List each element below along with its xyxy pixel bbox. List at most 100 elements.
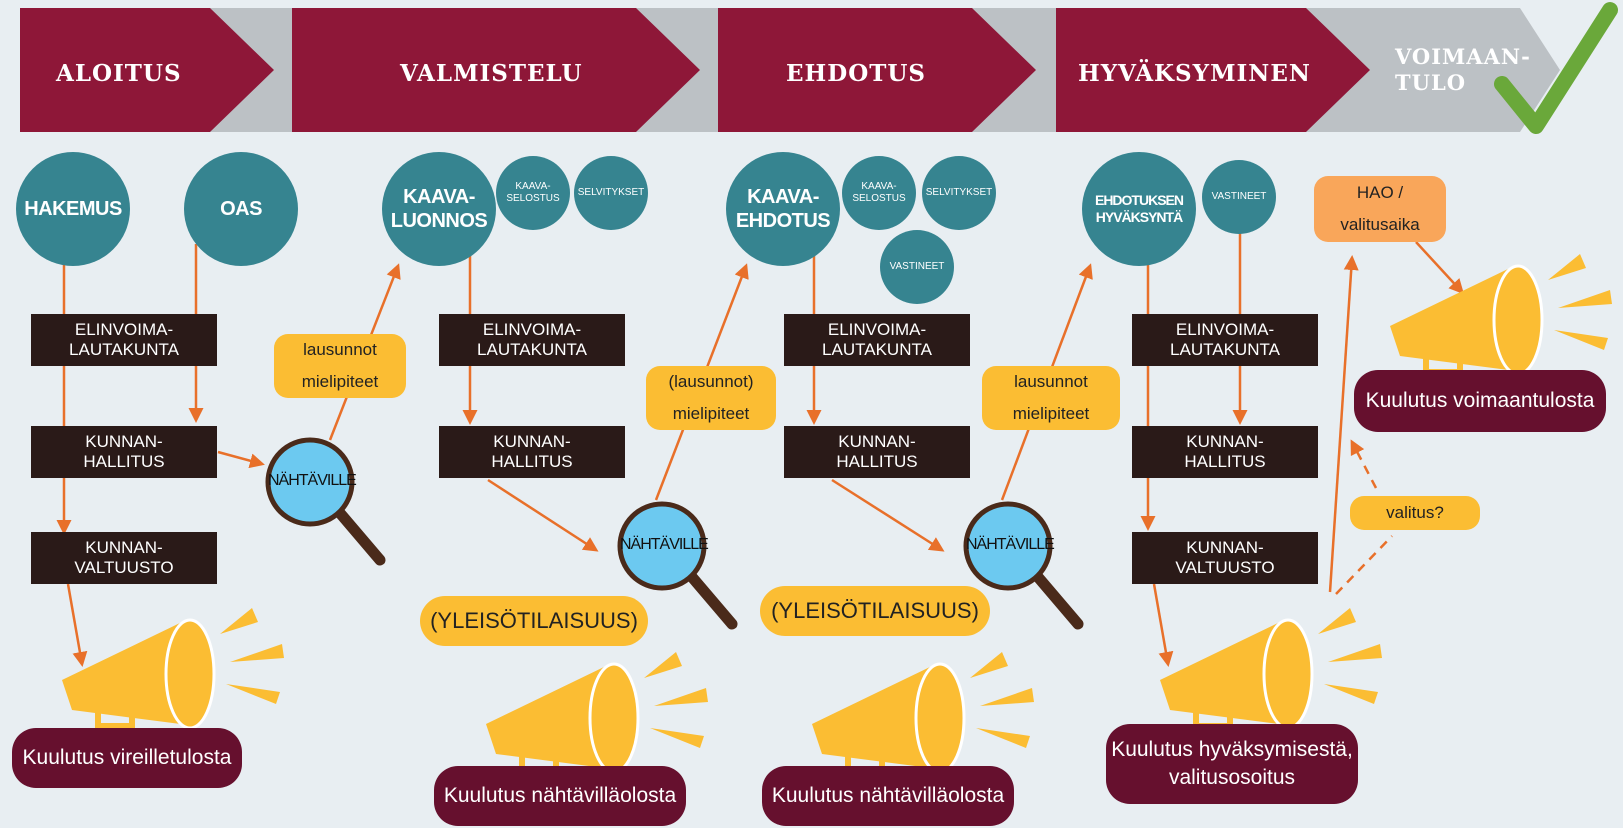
ehdotuksen-hyvaksynta-circle: EHDOTUKSEN HYVÄKSYNTÄ xyxy=(1082,152,1196,266)
kaavaselostus-circle-1: KAAVA- SELOSTUS xyxy=(496,156,570,230)
vastineet-label: VASTINEET xyxy=(1211,191,1267,202)
megaphone-icon-1 xyxy=(62,608,284,730)
phase-voimaantulo-line1: VOIMAAN- xyxy=(1395,44,1531,69)
kuulutus-nahtavillaolo-label: Kuulutus nähtävilläolosta xyxy=(443,784,677,807)
kaavaselostus-line1: KAAVA- xyxy=(861,181,897,192)
phase-ehdotus-arrow xyxy=(718,8,1036,132)
kuulutus-hyvaksyminen-line2: valitusosoitus xyxy=(1168,766,1296,789)
megaphone-icon-2 xyxy=(486,652,708,774)
kunnanvaltuusto-box-1: KUNNAN-VALTUUSTO xyxy=(31,532,217,584)
kuulutus-nahtavillaolo-1: Kuulutus nähtävilläolosta xyxy=(434,766,686,826)
kunnanhallitus-box-1: KUNNAN-HALLITUS xyxy=(31,426,217,478)
phase-valmistelu-label: VALMISTELU xyxy=(400,60,583,87)
yleisotilaisuus-pill-1: (YLEISÖTILAISUUS) xyxy=(420,596,648,646)
box-line1: ELINVOIMA- xyxy=(74,320,174,339)
arrow-hao-megaphone xyxy=(1415,241,1465,295)
selvitykset-circle-2: SELVITYKSET xyxy=(922,156,996,230)
kuulutus-vireilletulo-label: Kuulutus vireilletulosta xyxy=(22,746,232,769)
megaphone-icon-4 xyxy=(1160,608,1382,730)
elinvoimalautakunta-box-4: ELINVOIMA-LAUTAKUNTA xyxy=(1132,314,1318,366)
kaavaluonnos-circle: KAAVA- LUONNOS xyxy=(382,152,496,266)
hao-note: HAO / valitusaika xyxy=(1314,176,1446,242)
phase-banner xyxy=(20,8,1560,132)
kaavaselostus-line2: SELOSTUS xyxy=(506,193,560,204)
box-line2: HALLITUS xyxy=(491,452,573,471)
nahtaville-label: NÄHTÄVILLE xyxy=(966,536,1055,553)
magnifier-icon-3: NÄHTÄVILLE xyxy=(962,500,1112,650)
kuulutus-hyvaksyminen: Kuulutus hyväksymisestä, valitusosoitus xyxy=(1106,724,1358,804)
lausunnot-note-2: (lausunnot) mielipiteet xyxy=(646,366,776,430)
note-line1: HAO / xyxy=(1356,183,1404,202)
kaavaehdotus-line1: KAAVA- xyxy=(747,186,819,208)
nahtaville-label: NÄHTÄVILLE xyxy=(268,472,357,489)
phase-aloitus-arrow xyxy=(20,8,274,132)
hakemus-label: HAKEMUS xyxy=(24,198,122,220)
note-line1: lausunnot xyxy=(303,340,377,359)
magnifier-icon-1: NÄHTÄVILLE xyxy=(264,436,414,586)
note-line1: lausunnot xyxy=(1014,372,1088,391)
note-line2: valitusaika xyxy=(1340,215,1420,234)
yleisotilaisuus-label: (YLEISÖTILAISUUS) xyxy=(430,608,638,633)
megaphone-icon-3 xyxy=(812,652,1034,774)
box-line2: HALLITUS xyxy=(836,452,918,471)
arrow-hallitus-nahtaville xyxy=(217,450,265,469)
box-line2: LAUTAKUNTA xyxy=(69,340,179,359)
arrow-kuulutus-hao xyxy=(1328,255,1359,593)
note-line2: mielipiteet xyxy=(301,372,379,391)
ehdotuksen-line2: HYVÄKSYNTÄ xyxy=(1095,209,1183,225)
kaavaselostus-circle-2: KAAVA- SELOSTUS xyxy=(842,156,916,230)
phase-hyvaksyminen-label: HYVÄKSYMINEN xyxy=(1078,60,1311,87)
phase-voimaantulo-label: VOIMAAN- TULO xyxy=(1395,44,1531,96)
kunnanhallitus-box-2: KUNNAN-HALLITUS xyxy=(439,426,625,478)
elinvoimalautakunta-box-2: ELINVOIMA-LAUTAKUNTA xyxy=(439,314,625,366)
kuulutus-nahtavillaolo-2: Kuulutus nähtävilläolosta xyxy=(762,766,1014,826)
kuulutus-hyvaksyminen-line1: Kuulutus hyväksymisestä, xyxy=(1111,738,1353,761)
checkmark-icon xyxy=(1494,2,1618,134)
yleisotilaisuus-pill-2: (YLEISÖTILAISUUS) xyxy=(760,586,990,636)
arrow-hallitus-nahtaville-2 xyxy=(487,478,599,552)
note-line1: (lausunnot) xyxy=(668,372,754,391)
lausunnot-note-3: lausunnot mielipiteet xyxy=(982,366,1120,430)
arrow-valtuusto-kuulutus xyxy=(66,583,88,667)
arrow-valitus-up-dashed xyxy=(1350,439,1378,489)
kaavaehdotus-line2: EHDOTUS xyxy=(735,210,831,232)
kaavaluonnos-line1: KAAVA- xyxy=(403,186,475,208)
note-line2: mielipiteet xyxy=(672,404,750,423)
kunnanhallitus-box-4: KUNNAN-HALLITUS xyxy=(1132,426,1318,478)
selvitykset-label: SELVITYKSET xyxy=(577,187,645,198)
valitus-label: valitus? xyxy=(1386,503,1444,522)
phase-valmistelu-arrow xyxy=(292,8,700,132)
phase-voimaantulo-line2: TULO xyxy=(1395,70,1466,95)
box-line2: LAUTAKUNTA xyxy=(822,340,932,359)
kunnanhallitus-box-3: KUNNAN-HALLITUS xyxy=(784,426,970,478)
box-line1: ELINVOIMA- xyxy=(482,320,582,339)
arrow-valitus-dashed xyxy=(1335,535,1393,595)
box-line1: KUNNAN- xyxy=(1186,432,1264,451)
arrow-hallitus-nahtaville-3 xyxy=(831,478,945,552)
oas-label: OAS xyxy=(220,198,262,220)
box-line1: KUNNAN- xyxy=(493,432,571,451)
box-line2: HALLITUS xyxy=(83,452,165,471)
box-line1: ELINVOIMA- xyxy=(827,320,927,339)
phase-hyvaksyminen-arrow xyxy=(1056,8,1370,132)
ehdotuksen-line1: EHDOTUKSEN xyxy=(1094,192,1184,208)
box-line2: LAUTAKUNTA xyxy=(477,340,587,359)
box-line1: KUNNAN- xyxy=(85,432,163,451)
note-line2: mielipiteet xyxy=(1012,404,1090,423)
box-line1: KUNNAN- xyxy=(85,538,163,557)
arrow-valtuusto-kuulutus-2 xyxy=(1152,583,1174,667)
box-line2: LAUTAKUNTA xyxy=(1170,340,1280,359)
box-line2: HALLITUS xyxy=(1184,452,1266,471)
elinvoimalautakunta-box-3: ELINVOIMA-LAUTAKUNTA xyxy=(784,314,970,366)
oas-circle: OAS xyxy=(184,152,298,266)
vastineet-circle-2: VASTINEET xyxy=(1202,160,1276,234)
kuulutus-voimaantulo: Kuulutus voimaantulosta xyxy=(1354,370,1606,432)
kuulutus-nahtavillaolo-label: Kuulutus nähtävilläolosta xyxy=(771,784,1005,807)
magnifier-icon-2: NÄHTÄVILLE xyxy=(616,500,766,650)
box-line1: ELINVOIMA- xyxy=(1175,320,1275,339)
kaavaehdotus-circle: KAAVA- EHDOTUS xyxy=(726,152,840,266)
box-line1: KUNNAN- xyxy=(1186,538,1264,557)
elinvoimalautakunta-box-1: ELINVOIMA-LAUTAKUNTA xyxy=(31,314,217,366)
kaavaselostus-line2: SELOSTUS xyxy=(852,193,906,204)
